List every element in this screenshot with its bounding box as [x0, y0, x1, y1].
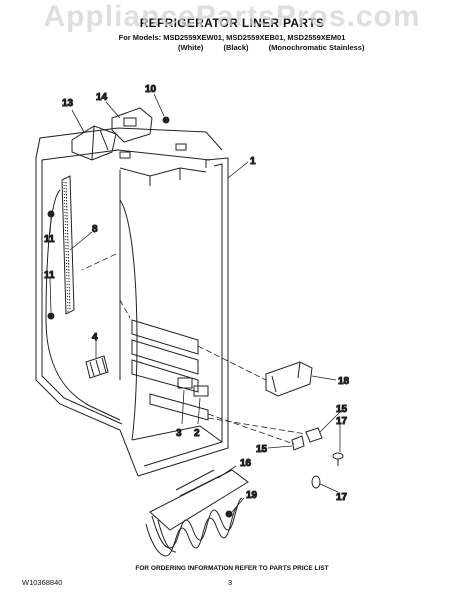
callout-11-lower: 11 — [44, 270, 55, 281]
callout-4: 4 — [92, 332, 98, 343]
finish-white: (White) — [178, 43, 204, 52]
callout-11-upper: 11 — [44, 234, 55, 245]
callout-16: 16 — [240, 458, 252, 469]
callout-13: 13 — [62, 98, 74, 109]
leader-lines — [49, 93, 341, 513]
document-number: W10368840 — [22, 578, 63, 587]
callout-3: 3 — [176, 428, 182, 439]
page-number: 3 — [228, 578, 233, 587]
finish-list: (White) (Black) (Monochromatic Stainless… — [178, 43, 378, 52]
callout-10: 10 — [145, 84, 157, 95]
shelf-rails — [131, 319, 209, 421]
clip-parts — [291, 427, 323, 451]
ordering-note: FOR ORDERING INFORMATION REFER TO PARTS … — [135, 565, 329, 572]
light-housing-part — [85, 355, 109, 379]
callout-17-upper: 17 — [336, 416, 348, 427]
callout-15-left: 15 — [256, 444, 268, 455]
callout-15-right: 15 — [336, 404, 348, 415]
fastener-parts — [311, 452, 344, 489]
callout-14: 14 — [96, 92, 108, 103]
callout-19: 19 — [246, 490, 258, 501]
callout-2: 2 — [194, 428, 200, 439]
callout-17-lower: 17 — [336, 492, 348, 503]
callout-18: 18 — [338, 376, 350, 387]
light-strip — [61, 175, 75, 315]
screws — [47, 116, 233, 518]
finish-black: (Black) — [223, 43, 249, 52]
control-housing — [71, 107, 153, 161]
evaporator-coil — [145, 469, 249, 557]
callout-1: 1 — [250, 156, 256, 167]
alignment-lines — [81, 253, 307, 445]
bracket-parts — [177, 377, 209, 397]
refrigerator-liner — [35, 127, 229, 477]
page-title: REFRIGERATOR LINER PARTS — [139, 16, 325, 30]
model-list: For Models: MSD2559XEW01, MSD2559XEB01, … — [118, 33, 346, 42]
callout-8: 8 — [92, 224, 98, 235]
finish-stainless: (Monochromatic Stainless) — [268, 43, 365, 52]
damper-part — [265, 361, 313, 397]
